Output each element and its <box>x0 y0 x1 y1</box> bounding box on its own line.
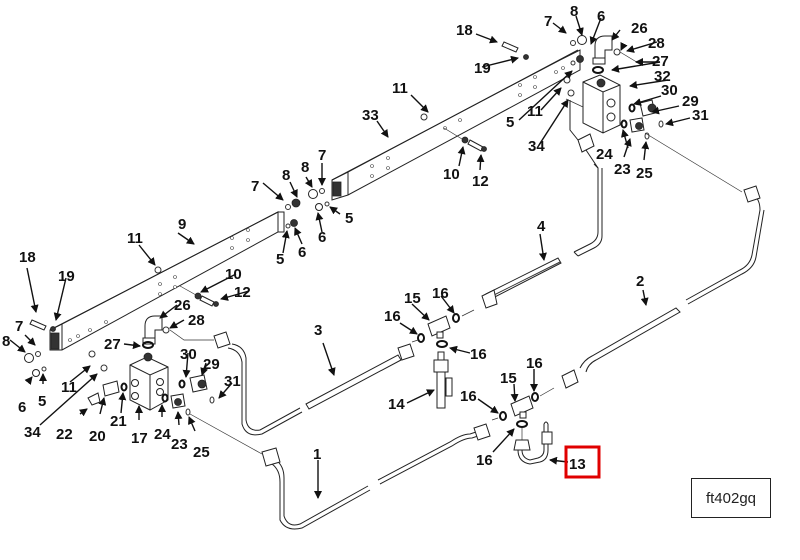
elbow-26-upper <box>592 35 641 74</box>
callout: 26 <box>174 297 191 314</box>
callout: 24 <box>154 426 171 443</box>
callout: 11 <box>392 80 408 97</box>
callout: 33 <box>362 107 379 124</box>
callout: 7 <box>544 13 552 30</box>
callout: 16 <box>470 346 487 363</box>
callout: 1 <box>313 446 321 463</box>
tee-15-lower <box>491 387 555 440</box>
callout: 14 <box>388 396 405 413</box>
callout: 29 <box>682 93 699 110</box>
callout: 30 <box>180 346 197 363</box>
callout: 22 <box>56 426 73 443</box>
callout-13-highlighted: 13 <box>569 456 586 473</box>
callout: 26 <box>631 20 648 37</box>
callout-labels: 18 7 8 6 26 28 27 32 19 11 33 5 11 34 30… <box>2 3 709 473</box>
callout: 12 <box>234 284 251 301</box>
callout: 31 <box>224 373 241 390</box>
callout: 19 <box>474 60 491 77</box>
callout: 6 <box>318 229 326 246</box>
callout: 6 <box>18 399 26 416</box>
callout: 27 <box>652 53 669 70</box>
bolt-10-12-upper <box>443 127 487 152</box>
callout: 32 <box>654 68 671 85</box>
callout: 23 <box>614 161 631 178</box>
callout: 8 <box>282 167 290 184</box>
tube-2 <box>561 132 765 389</box>
left-end-fittings <box>24 351 47 377</box>
bolt-18-19-left <box>29 319 56 332</box>
callout: 2 <box>636 273 644 290</box>
callout: 16 <box>460 388 477 405</box>
elbow-26-lower <box>142 315 170 349</box>
callout: 16 <box>476 452 493 469</box>
callout: 10 <box>443 166 460 183</box>
callout-13-highlight-box <box>564 445 601 479</box>
bolt-10-12-lower <box>154 266 219 307</box>
callout: 4 <box>537 218 546 235</box>
callout: 7 <box>15 318 23 335</box>
callout: 5 <box>345 210 353 227</box>
leader-arrows <box>9 15 691 499</box>
callout: 18 <box>456 22 473 39</box>
callout: 10 <box>225 266 242 283</box>
center-fittings <box>285 188 330 229</box>
sensor-14 <box>433 351 453 409</box>
tee-15-upper <box>411 309 475 348</box>
callout: 16 <box>384 308 401 325</box>
callout: 19 <box>58 268 75 285</box>
callout: 31 <box>692 107 709 124</box>
callout: 8 <box>301 159 309 176</box>
callout: 6 <box>597 8 605 25</box>
tube-3 <box>169 329 415 436</box>
block-17-fittings <box>87 350 215 416</box>
tube-13 <box>513 421 553 465</box>
beam-9 <box>49 211 285 351</box>
callout: 34 <box>528 138 545 155</box>
bolt-18-19-upper <box>420 41 529 121</box>
callout: 25 <box>193 444 210 461</box>
callout: 29 <box>203 356 220 373</box>
callout: 28 <box>648 35 665 52</box>
callout: 11 <box>527 103 543 120</box>
right-end-fittings <box>563 35 587 97</box>
callout: 18 <box>19 249 36 266</box>
tube-1 <box>189 413 491 530</box>
callout: 15 <box>500 370 517 387</box>
callout: 5 <box>506 114 514 131</box>
callout: 24 <box>596 146 613 163</box>
callout: 23 <box>171 436 188 453</box>
callout: 30 <box>661 82 678 99</box>
manifold-block-17 <box>129 352 169 411</box>
callout: 16 <box>526 355 543 372</box>
callout: 11 <box>127 230 143 247</box>
callout: 7 <box>251 178 259 195</box>
callout: 3 <box>314 322 322 339</box>
figure-id-label: ft402gq <box>691 478 771 518</box>
callout: 9 <box>178 216 186 233</box>
callout: 12 <box>472 173 489 190</box>
callout: 8 <box>2 333 10 350</box>
callout: 28 <box>188 312 205 329</box>
block-32-fittings <box>620 99 664 140</box>
beam-33 <box>331 49 581 201</box>
callout: 6 <box>298 244 306 261</box>
callout: 20 <box>89 428 106 445</box>
callout: 21 <box>110 413 127 430</box>
callout: 8 <box>570 3 578 20</box>
callout: 5 <box>276 251 284 268</box>
manifold-block-32 <box>565 74 621 134</box>
tube-4 <box>481 100 603 309</box>
callout: 7 <box>318 147 326 164</box>
callout: 11 <box>61 379 77 396</box>
callout: 15 <box>404 290 421 307</box>
callout: 5 <box>38 393 46 410</box>
callout: 25 <box>636 165 653 182</box>
callout: 34 <box>24 424 41 441</box>
callout: 16 <box>432 285 449 302</box>
callout: 17 <box>131 430 148 447</box>
callout: 27 <box>104 336 121 353</box>
